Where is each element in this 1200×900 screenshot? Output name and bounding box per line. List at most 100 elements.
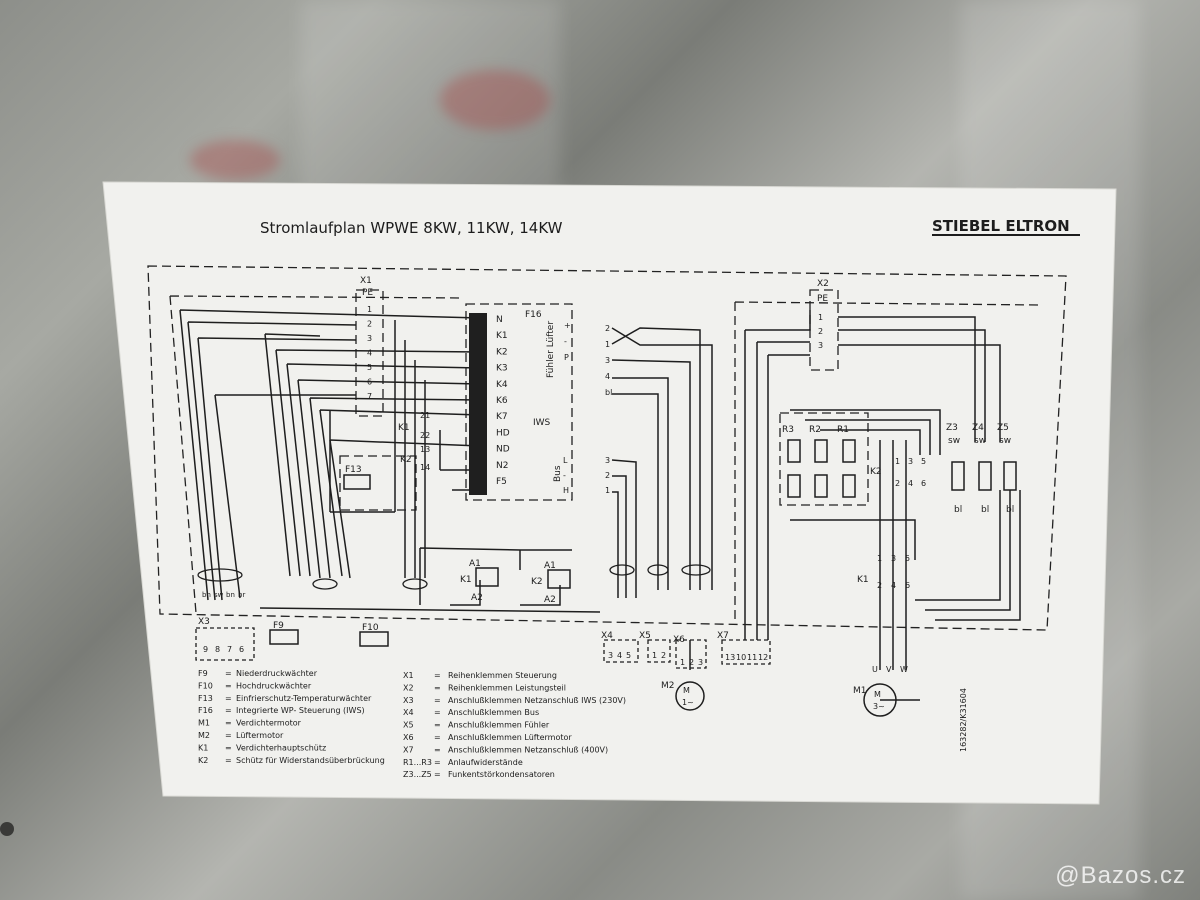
a2-left-label: A2: [471, 593, 483, 603]
watermark: @Bazos.cz: [1055, 862, 1186, 889]
k2-bot-4: 4: [908, 479, 913, 488]
f16-pin-k3: K3: [496, 364, 508, 374]
x3-pin-8: 8: [215, 645, 220, 654]
legend-left-code-2: F13: [198, 694, 213, 703]
k2-pin-13: 13: [420, 445, 430, 454]
k1-coil: [475, 567, 499, 587]
legend-right-code-7: R1...R3: [403, 758, 432, 767]
k1-label: K1: [398, 423, 410, 433]
x1-label: X1: [360, 276, 372, 286]
luefter-num-1: 1: [605, 340, 610, 349]
f16-pin-f5: F5: [496, 477, 507, 487]
r3-label: R3: [782, 425, 794, 435]
legend-left-eq-7: =: [225, 756, 232, 765]
z3-label: Z3: [946, 423, 958, 433]
x5-pin-1: 1: [652, 651, 657, 660]
x2-label: X2: [817, 279, 829, 289]
f16-pin-k6: K6: [496, 396, 508, 406]
k2-coil-label: K2: [531, 577, 543, 587]
k1-pin-21: 21: [420, 411, 430, 420]
luefter-pin-1: -: [564, 337, 567, 346]
k1-bot-6: 6: [905, 581, 910, 590]
r2-resistor: [814, 439, 828, 463]
legend-right-desc-7: Anlaufwiderstände: [448, 758, 523, 767]
f16-pin-k4: K4: [496, 380, 508, 390]
legend-left-desc-0: Niederdruckwächter: [236, 669, 318, 678]
luefter-pin-0: +: [564, 321, 571, 330]
z4-bl-label: bl: [981, 505, 989, 515]
r3-resistor: [787, 439, 801, 463]
r2-label: R2: [809, 425, 821, 435]
legend-right-eq-1: =: [434, 683, 441, 692]
outer-dashed-border: [147, 265, 1067, 631]
x2-pin-1: 1: [818, 313, 823, 322]
x3-pin-9: 9: [203, 645, 208, 654]
x6-label: X6: [673, 635, 685, 645]
legend-right-desc-8: Funkentstörkondensatoren: [448, 770, 555, 779]
k2-coil: [547, 569, 571, 589]
legend-right-eq-7: =: [434, 758, 441, 767]
f16-pin-nd: ND: [496, 445, 510, 455]
k2-top-5: 5: [921, 457, 926, 466]
f16-pin-k1: K1: [496, 331, 508, 341]
k2-top-3: 3: [908, 457, 913, 466]
legend-left-code-1: F10: [198, 681, 213, 690]
k1-top-5: 5: [905, 554, 910, 563]
luefter-num-3: 3: [605, 356, 610, 365]
k1-top-3: 3: [891, 554, 896, 563]
x4-label: X4: [601, 631, 613, 641]
legend-right-code-6: X7: [403, 745, 414, 754]
legend-left-desc-1: Hochdruckwächter: [236, 681, 312, 690]
x1-pin-2: 2: [367, 320, 372, 329]
legend-right-code-0: X1: [403, 671, 414, 680]
legend-left-desc-5: Lüftermotor: [236, 731, 284, 740]
legend-left-desc-3: Integrierte WP- Steuerung (IWS): [236, 706, 365, 715]
legend-left-code-6: K1: [198, 743, 208, 752]
legend-left-desc-4: Verdichtermotor: [236, 719, 302, 728]
x2-pin-2: 2: [818, 327, 823, 336]
luefter-num-bl: bl: [605, 388, 612, 397]
x1-pin-1: 1: [367, 305, 372, 314]
k1-top-1: 1: [877, 554, 882, 563]
legend-right-code-1: X2: [403, 683, 414, 692]
legend-left-eq-4: =: [225, 719, 232, 728]
x7-pin-13: 13: [725, 653, 735, 662]
x1-pin-7: 7: [367, 392, 372, 401]
legend-right-desc-2: Anschlußklemmen Netzanschluß IWS (230V): [448, 696, 626, 705]
legend-right-desc-4: Anschlußklemmen Fühler: [448, 721, 550, 730]
k1-bot-2: 2: [877, 581, 882, 590]
a2-right-label: A2: [544, 595, 556, 605]
f16-pin-n: N: [496, 315, 503, 325]
svg-text:3~: 3~: [873, 702, 885, 711]
bus-label: Bus: [553, 465, 563, 482]
k2-main-label: K2: [870, 467, 882, 477]
x3-label: X3: [198, 617, 210, 627]
x5-label: X5: [639, 631, 651, 641]
z3-sw-label: sw: [948, 436, 960, 446]
legend-left-desc-6: Verdichterhauptschütz: [236, 743, 326, 752]
x7-label: X7: [717, 631, 729, 641]
diagram-title: Stromlaufplan WPWE 8KW, 11KW, 14KW: [260, 219, 563, 237]
k2-top-1: 1: [895, 457, 900, 466]
f16-pin-k2: K2: [496, 347, 508, 357]
m1-phase-V: V: [886, 665, 892, 674]
x5-pin-2: 2: [661, 651, 666, 660]
svg-text:M: M: [683, 686, 690, 695]
legend-right-desc-5: Anschlußklemmen Lüftermotor: [448, 733, 572, 742]
z5-capacitor: [1003, 461, 1017, 491]
svg-text:M: M: [874, 690, 881, 699]
z4-sw-label: sw: [974, 436, 986, 446]
luefter-num-4: 4: [605, 372, 610, 381]
f16-pin-hd: HD: [496, 428, 510, 438]
legend-left-eq-1: =: [225, 681, 232, 690]
x1-pin-6: 6: [367, 378, 372, 387]
legend-left-code-5: M2: [198, 731, 210, 740]
legend-right-eq-0: =: [434, 671, 441, 680]
legend-right-desc-1: Reihenklemmen Leistungsteil: [448, 683, 566, 692]
brand-logo: STIEBEL ELTRON: [932, 217, 1070, 235]
f10-label: F10: [362, 623, 379, 633]
r1-label: R1: [837, 425, 849, 435]
x1-pin-4: 4: [367, 349, 372, 358]
legend-right-eq-2: =: [434, 696, 441, 705]
